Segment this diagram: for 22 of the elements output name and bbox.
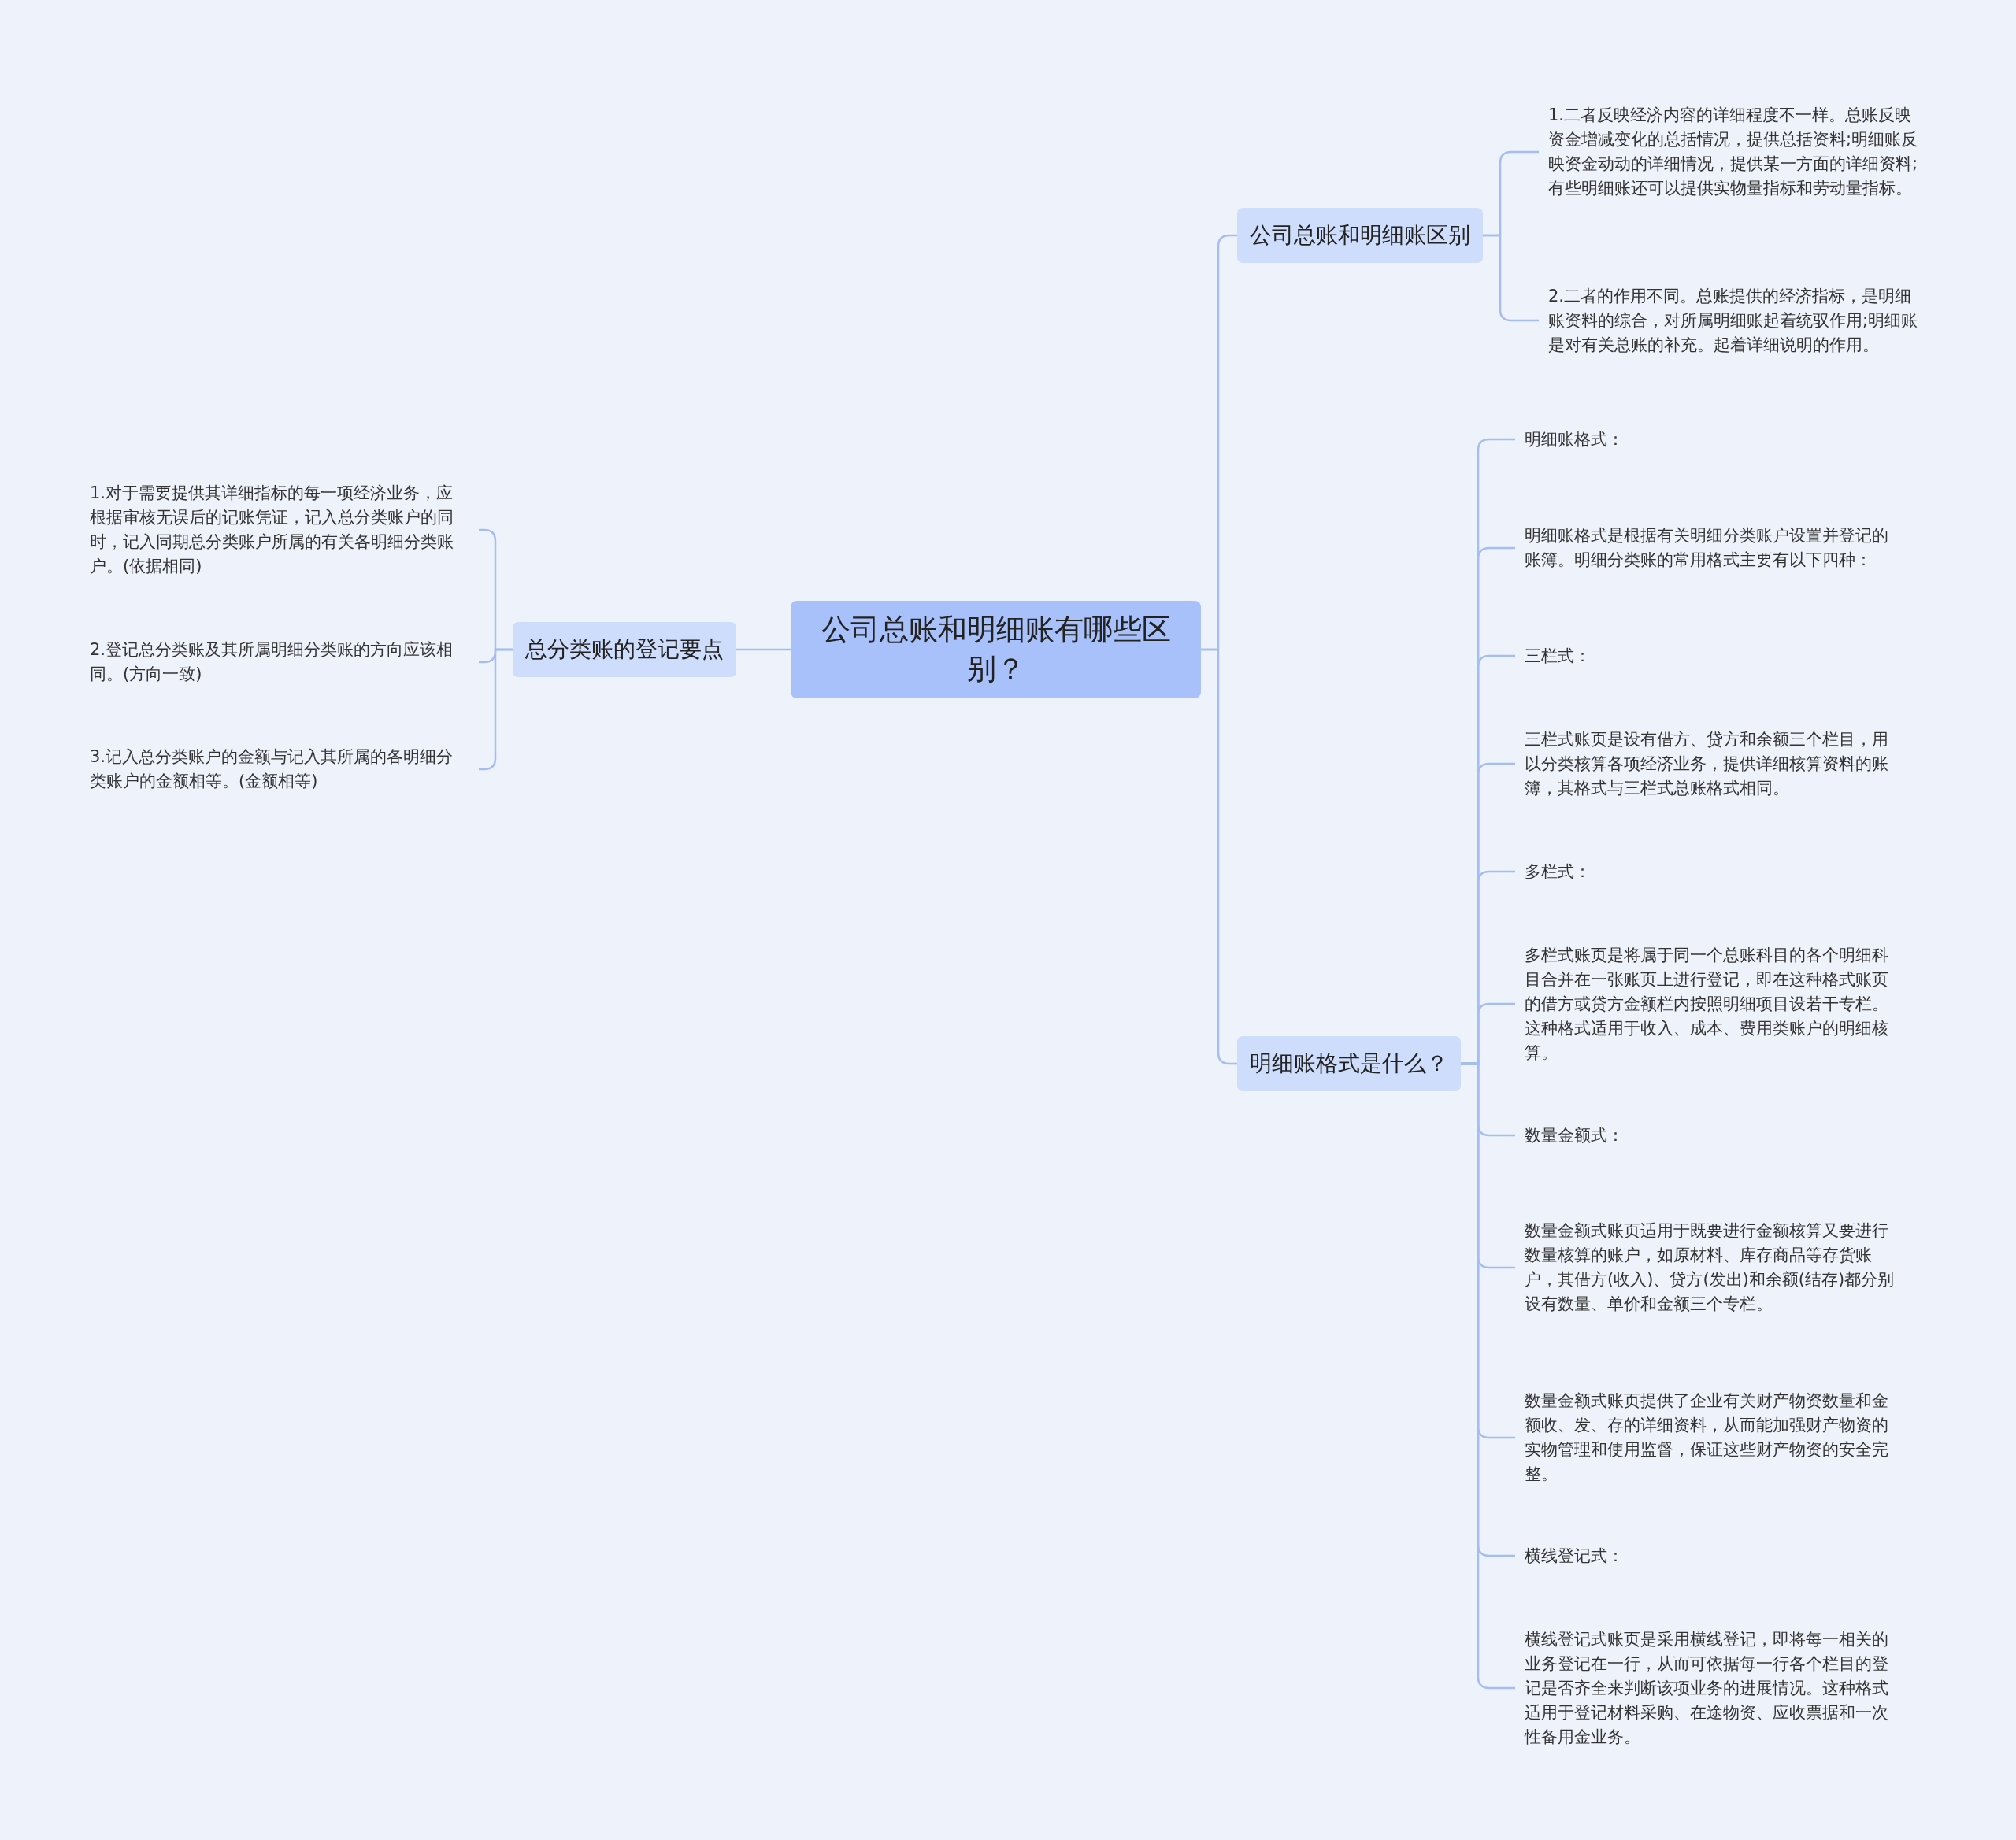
topic-box: 公司总账和明细账区别 [1237, 208, 1483, 263]
note-text: 三栏式： [1515, 643, 1914, 668]
note-text: 数量金额式账页适用于既要进行金额核算又要进行数量核算的账户，如原材料、库存商品等存货账户，其借方(收入)、贷方(发出)和余额(结存)都分别设有数量、单价和金额三个专栏。 [1515, 1219, 1914, 1316]
note-text: 数量金额式： [1515, 1123, 1914, 1148]
note-text: 明细账格式是根据有关明细分类账户设置并登记的账簿。明细分类账的常用格式主要有以下四种： [1515, 524, 1914, 572]
note-text: 2.二者的作用不同。总账提供的经济指标，是明细账资料的综合，对所属明细账起着统驭作用;明细账是对有关总账的补充。起着详细说明的作用。 [1539, 283, 1937, 357]
note-text: 数量金额式账页提供了企业有关财产物资数量和金额收、发、存的详细资料，从而能加强财产物资的实物管理和使用监督，保证这些财产物资的安全完整。 [1515, 1389, 1914, 1486]
note-text: 横线登记式： [1515, 1543, 1914, 1568]
note-text: 3.记入总分类账户的金额与记入其所属的各明细分类账户的金额相等。(金额相等) [80, 745, 479, 794]
connector-line [736, 648, 791, 651]
note-text: 横线登记式账页是采用横线登记，即将每一相关的业务登记在一行，从而可依据每一行各个栏目的登记是否齐全来判断该项业务的进展情况。这种格式适用于登记材料采购、在途物资、应收票据和一次性备用金业务。 [1515, 1627, 1914, 1749]
topic-box: 总分类账的登记要点 [513, 622, 736, 677]
note-text: 明细账格式： [1515, 427, 1914, 452]
note-text: 多栏式账页是将属于同一个总账科目的各个明细科目合并在一张账页上进行登记，即在这种格式账页的借方或贷方金额栏内按照明细项目设若干专栏。这种格式适用于收入、成本、费用类账户的明细核算。 [1515, 942, 1914, 1065]
note-text: 多栏式： [1515, 859, 1914, 884]
note-text: 2.登记总分类账及其所属明细分类账的方向应该相同。(方向一致) [80, 638, 479, 687]
note-text: 1.对于需要提供其详细指标的每一项经济业务，应根据审核无误后的记账凭证，记入总分类账户的同时，记入同期总分类账户所属的有关各明细分类账户。(依据相同) [80, 481, 479, 579]
note-text: 三栏式账页是设有借方、贷方和余额三个栏目，用以分类核算各项经济业务，提供详细核算资料的账簿，其格式与三栏式总账格式相同。 [1515, 727, 1914, 801]
central-topic-box: 公司总账和明细账有哪些区别？ [791, 601, 1201, 698]
connector-line [1483, 234, 1539, 322]
topic-box: 明细账格式是什么？ [1237, 1036, 1461, 1091]
note-text: 1.二者反映经济内容的详细程度不一样。总账反映资金增减变化的总括情况，提供总括资料;明细账反映资金动动的详细情况，提供某一方面的详细资料;有些明细账还可以提供实物量指标和劳动量指标。 [1539, 103, 1937, 201]
